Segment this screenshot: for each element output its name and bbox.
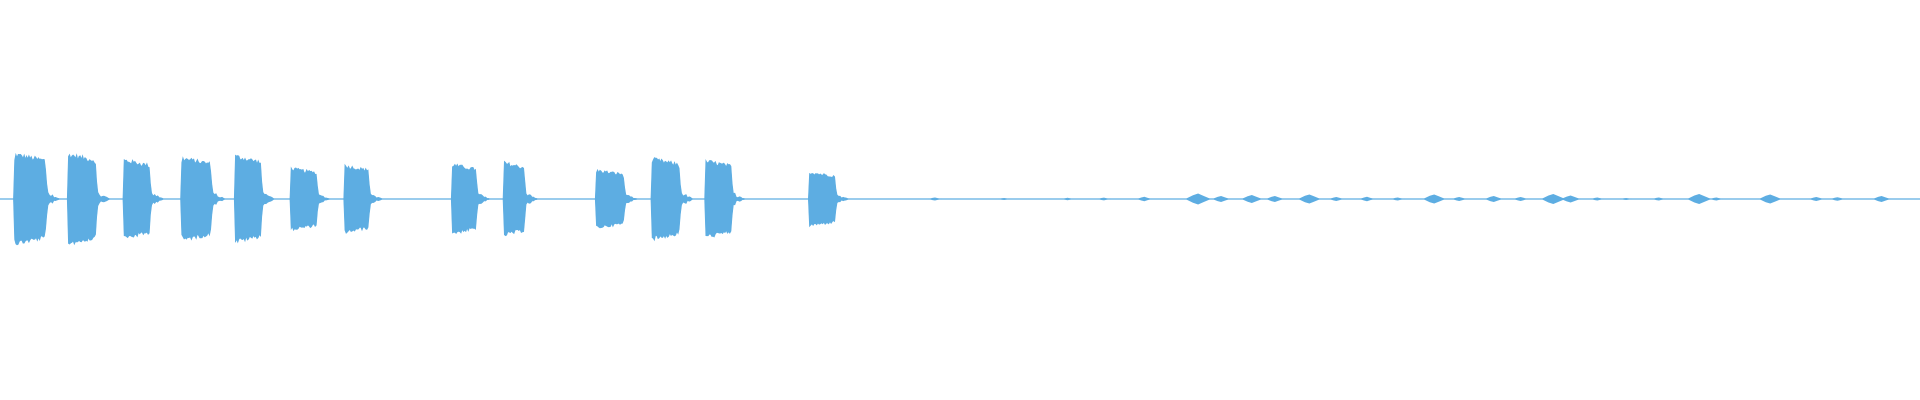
waveform-burst [66, 153, 111, 246]
waveform-blip [1485, 196, 1503, 202]
waveform-burst [594, 168, 640, 229]
waveform-blip [1452, 197, 1467, 201]
waveform-burst [502, 160, 539, 237]
waveform-blip [1266, 196, 1284, 202]
waveform-blip [1212, 196, 1230, 202]
waveform-burst [650, 157, 695, 242]
waveform-blip [1591, 197, 1604, 201]
waveform-blip [1185, 193, 1211, 205]
waveform-blip [998, 198, 1010, 200]
waveform-blip [1620, 198, 1632, 200]
waveform-blip [1136, 196, 1152, 202]
waveform-burst [122, 159, 165, 239]
waveform-burst [233, 154, 276, 244]
waveform-burst [450, 163, 491, 234]
waveform-blip [1423, 194, 1446, 204]
waveform-blip [1298, 194, 1321, 204]
waveform-blip [1561, 195, 1581, 203]
waveform-blip [1329, 197, 1344, 201]
waveform-burst [807, 172, 851, 228]
waveform-blip [1061, 197, 1074, 201]
waveform-blip [1097, 197, 1111, 201]
waveform-blip [1809, 197, 1824, 201]
waveform-burst [704, 158, 747, 238]
waveform-burst [180, 156, 226, 241]
waveform-blip [1652, 197, 1666, 201]
waveform-blip [1872, 196, 1891, 202]
waveform-burst [343, 163, 384, 234]
waveform-blip [1359, 196, 1375, 202]
waveform-blip [1241, 195, 1263, 203]
waveform-blip [1759, 194, 1782, 204]
waveform-blip [1513, 197, 1528, 201]
waveform-burst [289, 166, 331, 232]
waveform-blip [928, 197, 942, 201]
waveform-blip [1687, 194, 1712, 204]
waveform-burst [13, 152, 61, 246]
waveform-blip [1391, 197, 1405, 201]
waveform-blip [1830, 197, 1845, 201]
waveform-blip [1710, 197, 1723, 201]
waveform-blip [1541, 194, 1566, 204]
